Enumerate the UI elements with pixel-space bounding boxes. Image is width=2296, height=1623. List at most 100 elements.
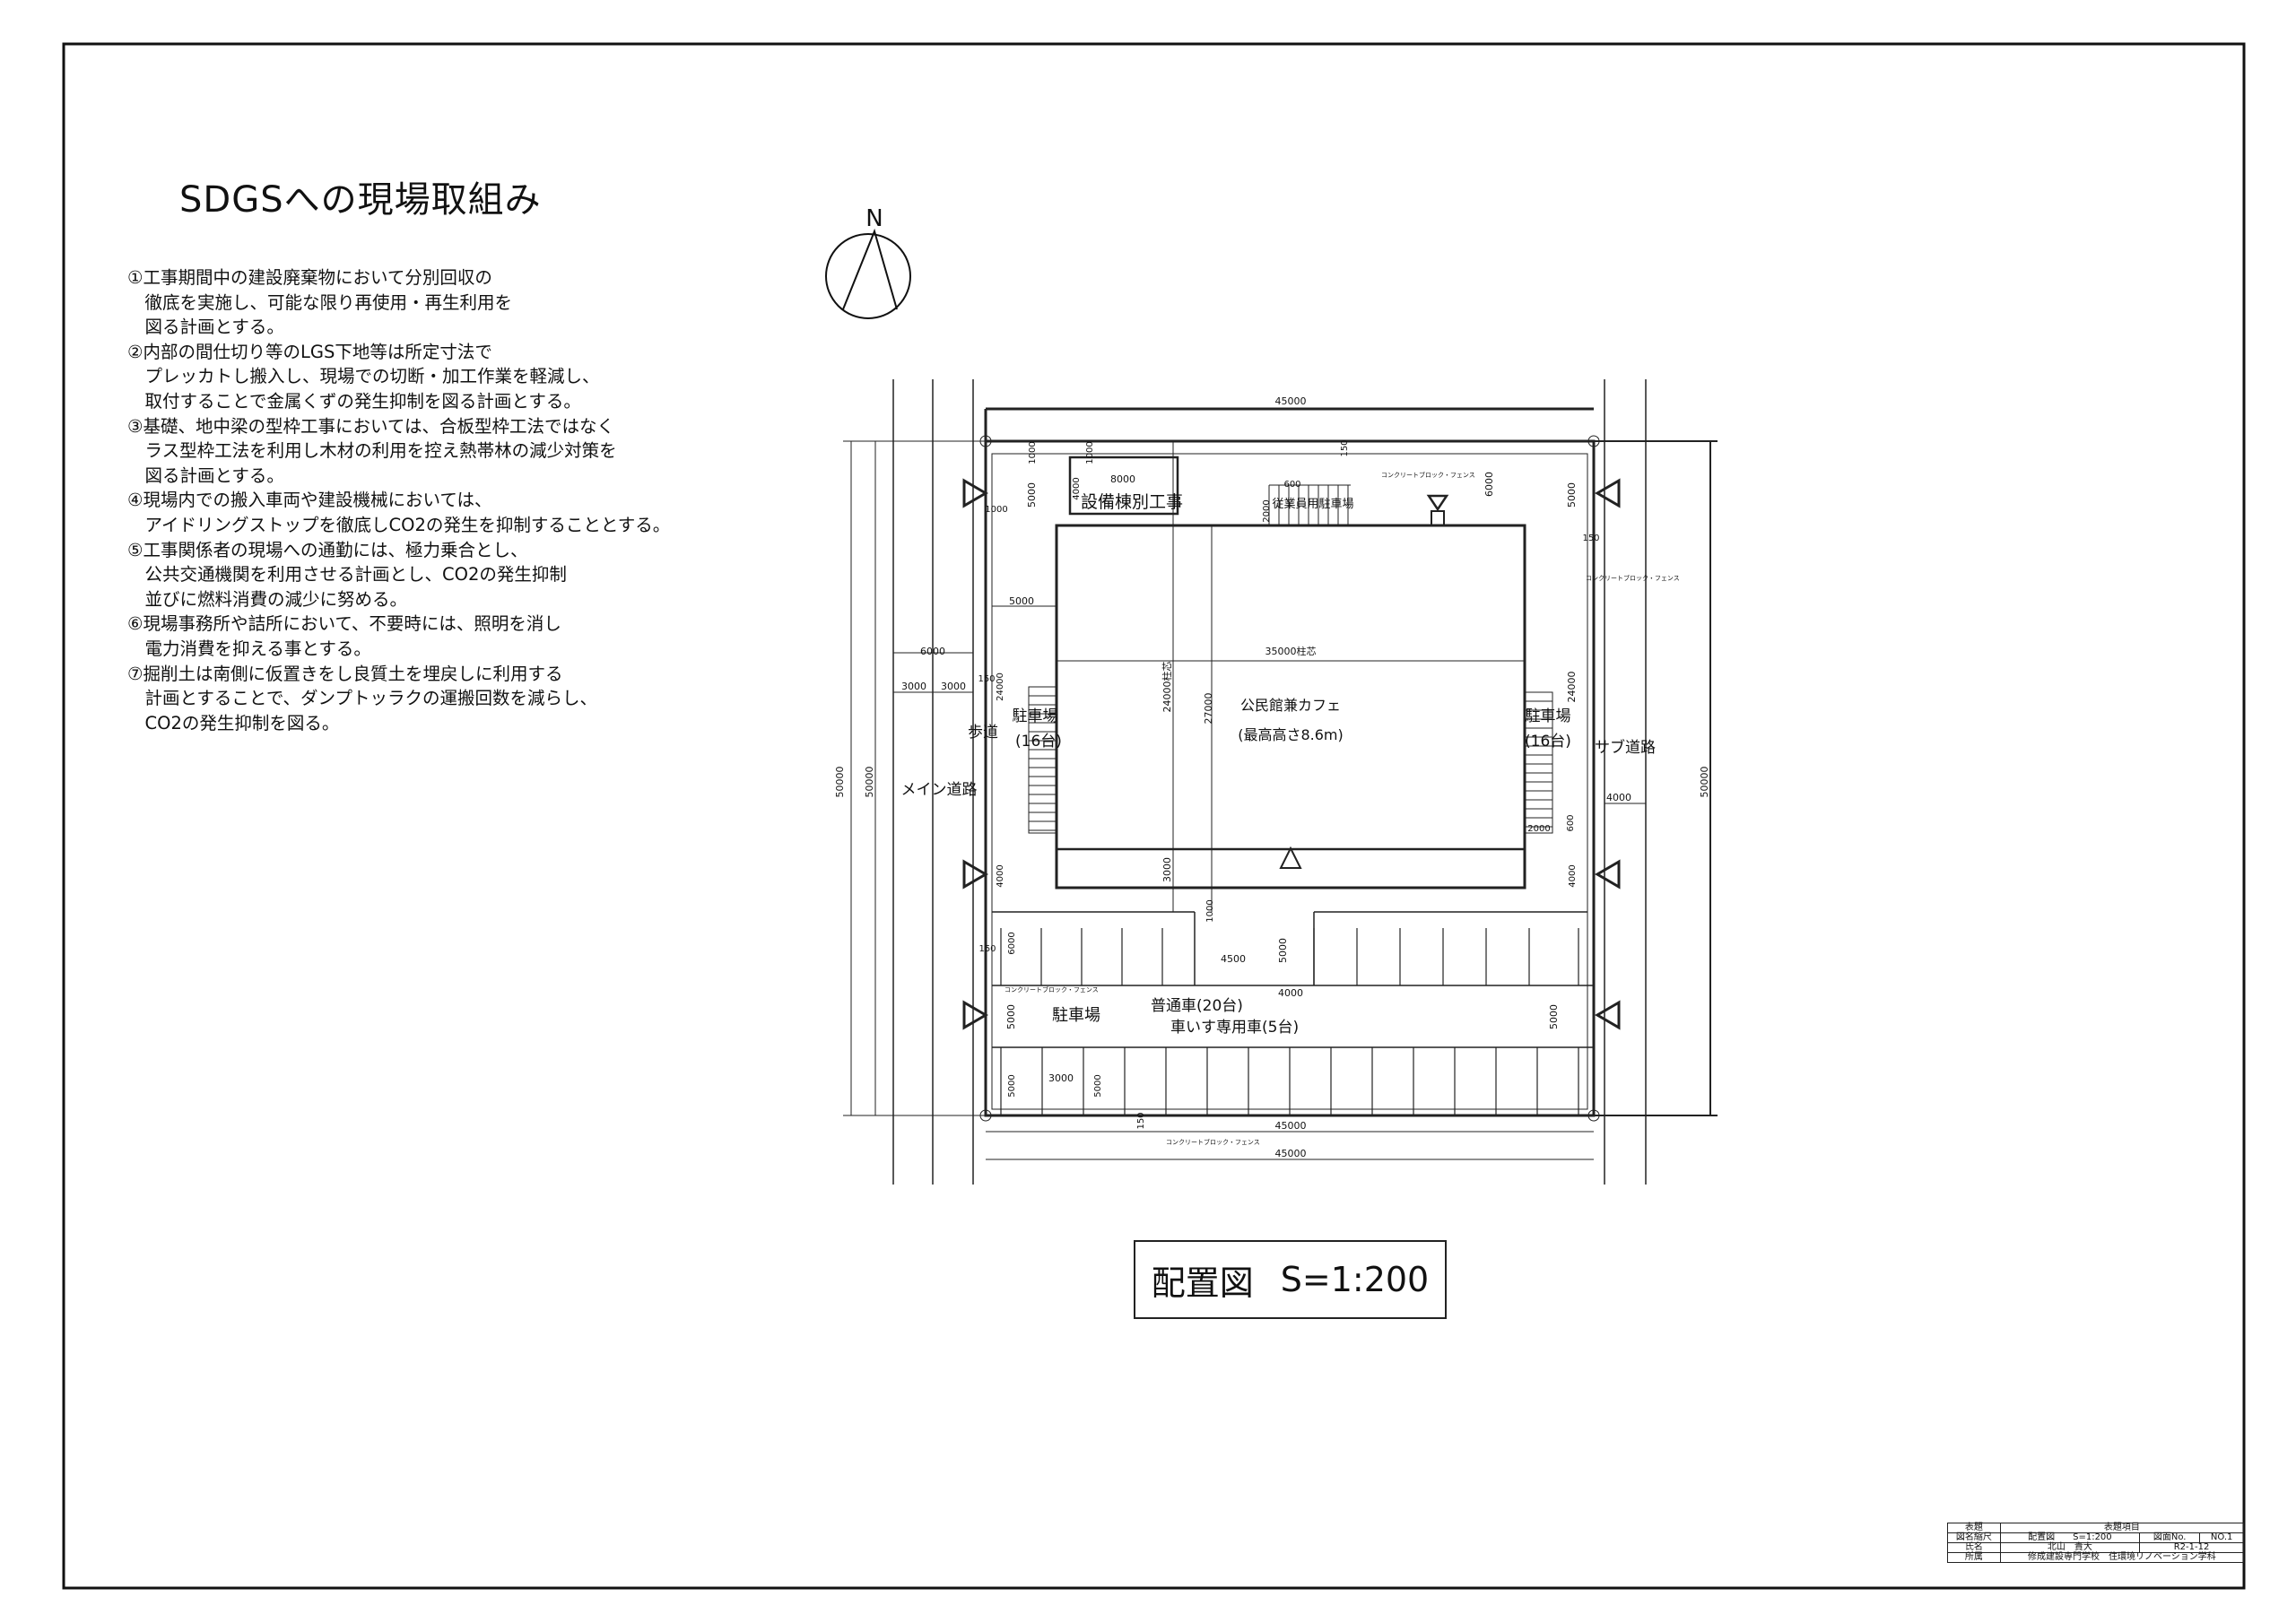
plan-label: 歩道 <box>968 724 998 742</box>
note-line: 徹底を実施し、可能な限り再使用・再生利用を <box>127 291 513 313</box>
dimension-label: 4000 <box>1278 987 1303 999</box>
sdgs-notes: ①工事期間中の建設廃棄物において分別回収の 徹底を実施し、可能な限り再使用・再生… <box>127 265 670 735</box>
dimension-label: 4500 <box>1221 953 1246 965</box>
tb-value: 北山 貴大 <box>1999 1542 2141 1553</box>
dimension-label: 1000 <box>1028 441 1038 464</box>
tb-label: 表題 <box>1947 1523 2001 1533</box>
dimension-label: 600 <box>1566 814 1576 831</box>
dimension-label: 27000 <box>1203 693 1214 725</box>
dimension-label: 3000 <box>941 681 966 692</box>
plan-label: (最高高さ8.6m) <box>1238 726 1344 743</box>
dimension-label: 150 <box>978 674 995 684</box>
plan-label: サブ道路 <box>1595 738 1656 757</box>
dimension-label: 150 <box>978 944 996 954</box>
equipment-building <box>1068 456 1179 516</box>
entrance-gate-icon <box>1595 478 1621 508</box>
plan-label: 公民館兼カフェ <box>1240 697 1341 714</box>
fence-label: コンクリートブロック・フェンス <box>1586 574 1680 582</box>
dimension-label: 50000 <box>834 767 846 798</box>
dimension-label: 3000 <box>901 681 926 692</box>
entrance-gate-icon <box>962 1000 988 1030</box>
dimension-label: 5000 <box>1548 1004 1560 1029</box>
dimension-label: 5000 <box>1026 482 1038 508</box>
dimension-label: 4000 <box>1072 477 1082 499</box>
side-parking <box>1028 686 1057 834</box>
plan-label: 駐車場 <box>1013 707 1058 725</box>
fence-label: コンクリートブロック・フェンス <box>1004 985 1099 994</box>
plan-label: 駐車場 <box>1052 1006 1100 1025</box>
dimension-label: 600 <box>1283 480 1300 490</box>
note-line: 計画とすることで、ダンプトッラクの運搬回数を減らし、 <box>127 688 597 709</box>
dimension-label: 5000 <box>1009 595 1034 607</box>
dimension-label: 24000柱芯 <box>1161 662 1173 713</box>
dimension-label: 8000 <box>1110 473 1135 485</box>
drawing-scale-label: 配置図 S=1:200 <box>1134 1240 1447 1319</box>
note-line: ラス型枠工法を利用し木材の利用を控え熱帯林の減少対策を <box>127 440 617 462</box>
tb-label: 氏名 <box>1947 1542 2001 1553</box>
road-lines <box>892 379 1647 1185</box>
entrance-gate-icon <box>1595 1000 1621 1030</box>
dimension-label: 35000柱芯 <box>1265 645 1317 657</box>
dimension-label: 1000 <box>985 505 1007 515</box>
dimension-label: 5000 <box>1093 1074 1103 1097</box>
note-line: 取付することで金属くずの発生抑制を図る計画とする。 <box>127 390 581 412</box>
note-line: アイドリングストップを徹底しCO2の発生を抑制することとする。 <box>127 514 671 535</box>
tb-value: 修成建設専門学校 住環境リノベーション学科 <box>1999 1552 2245 1563</box>
dimension-label: 45000 <box>1275 395 1307 407</box>
entrance-triangle-icon <box>1279 846 1302 869</box>
entrance-triangle-icon <box>1426 494 1449 512</box>
dimension-label: 50000 <box>1699 767 1710 798</box>
page-heading: SDGSへの現場取組み <box>179 179 542 221</box>
side-parking <box>1524 691 1553 834</box>
note-line: ②内部の間仕切り等のLGS下地等は所定寸法で <box>127 341 492 362</box>
plan-label: 車いす専用車(5台) <box>1170 1019 1299 1037</box>
note-line: CO2の発生抑制を図る。 <box>127 712 340 733</box>
north-label: N <box>865 205 883 232</box>
dimension-label: 4000 <box>1606 792 1631 803</box>
note-line: ⑤工事関係者の現場への通勤には、極力乗合とし、 <box>127 539 528 560</box>
tb-value: R2-1-12 <box>2139 1542 2244 1553</box>
plan-label: メイン道路 <box>901 781 978 799</box>
note-line: 図る計画とする。 <box>127 317 284 338</box>
tb-label: 図名縮尺 <box>1947 1532 2001 1543</box>
drawing-name: 配置図 <box>1151 1263 1254 1303</box>
dimension-label: 1000 <box>1085 441 1095 464</box>
note-line: 図る計画とする。 <box>127 464 284 486</box>
dimension-label: 150 <box>1340 439 1350 456</box>
dimension-label: 3000 <box>1048 1072 1074 1084</box>
dimension-label: 24000 <box>1566 672 1578 703</box>
dimension-label: 2000 <box>1262 499 1272 522</box>
entrance-gate-icon <box>962 859 988 890</box>
note-line: ④現場内での搬入車両や建設機械においては、 <box>127 490 492 511</box>
dimension-label: 45000 <box>1275 1148 1307 1159</box>
tb-value: NO.1 <box>2199 1532 2244 1543</box>
note-line: 公共交通機関を利用させる計画とし、CO2の発生抑制 <box>127 564 567 586</box>
tb-label: 図面No. <box>2138 1532 2201 1543</box>
note-line: 電力消費を抑える事とする。 <box>127 638 371 659</box>
tb-value: 表題項目 <box>1999 1523 2245 1533</box>
entrance-gate-icon <box>962 478 988 508</box>
dimension-label: 6000 <box>920 646 945 657</box>
dimension-label: 5000 <box>1566 482 1578 508</box>
note-line: ③基礎、地中梁の型枠工事においては、合板型枠工法ではなく <box>127 415 615 437</box>
dimension-label: 150 <box>1136 1112 1146 1129</box>
entrance-gate-icon <box>1595 859 1621 890</box>
plan-label: 従業員用駐車場 <box>1272 497 1353 511</box>
drawing-scale: S=1:200 <box>1280 1260 1430 1299</box>
dimension-label: 2000 <box>1527 824 1550 834</box>
dimension-label: 3000 <box>1161 857 1173 882</box>
dimension-label: 5000 <box>1005 1004 1017 1029</box>
site-plan: 45000 1000 1000 150 8000 4000 600 2000 6000 5000 5… <box>834 379 1718 1185</box>
dimension-label: 45000 <box>1275 1120 1307 1132</box>
sheet-border <box>62 42 2246 1590</box>
plan-label: (16台) <box>1015 733 1062 751</box>
note-line: 並びに燃料消費の減少に努める。 <box>127 588 408 610</box>
note-line: ⑦掘削土は南側に仮置きをし良質土を埋戻しに利用する <box>127 663 563 684</box>
dimension-label: 4000 <box>996 864 1005 887</box>
north-arrow-icon: N <box>825 205 911 319</box>
fence-label: コンクリートブロック・フェンス <box>1381 471 1475 479</box>
dimension-label: 4000 <box>1568 864 1578 887</box>
dimension-label: 150 <box>1582 534 1599 543</box>
note-line: ①工事期間中の建設廃棄物において分別回収の <box>127 267 492 288</box>
